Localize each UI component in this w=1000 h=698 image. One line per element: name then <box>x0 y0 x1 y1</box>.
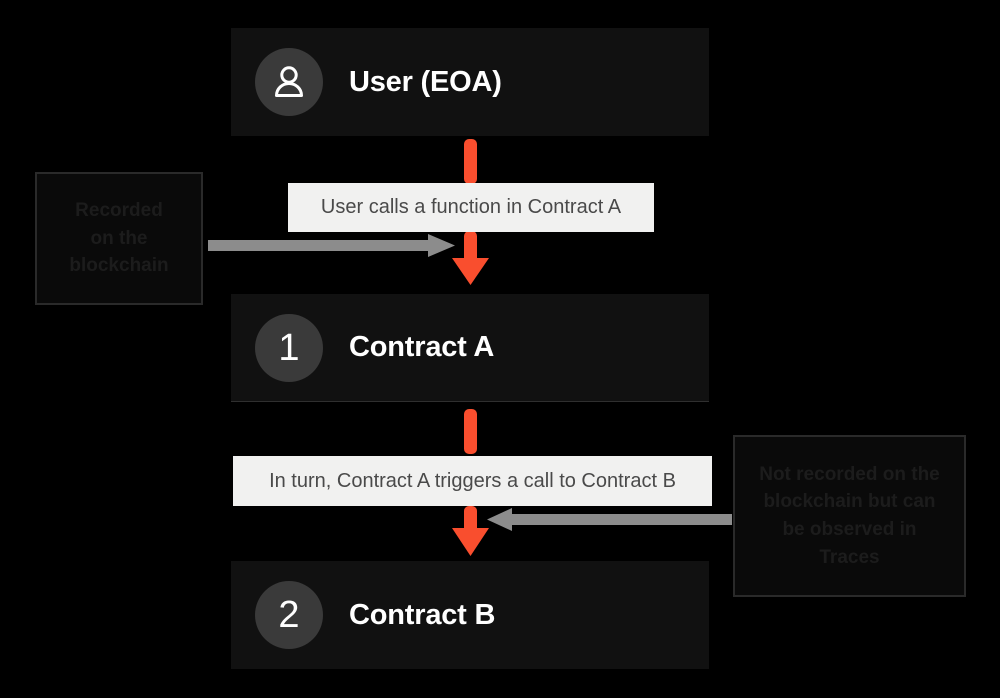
arrow-user-to-label1 <box>464 139 477 184</box>
edge-label-contract-a-to-contract-b-text: In turn, Contract A triggers a call to C… <box>269 469 676 492</box>
arrow-recorded-callout <box>208 234 455 257</box>
node-user[interactable]: User (EOA) <box>231 28 709 136</box>
callout-recorded-line-1: Recorded <box>75 200 163 222</box>
callout-not-recorded-line-2: blockchain but can <box>763 491 936 513</box>
callout-not-recorded-text: Not recorded on the blockchain but can b… <box>759 461 940 571</box>
callout-not-recorded-line-3: be observed in <box>782 519 917 540</box>
edge-label-contract-a-to-contract-b: In turn, Contract A triggers a call to C… <box>233 456 712 506</box>
callout-recorded-line-3: blockchain <box>69 255 169 277</box>
callout-not-recorded-line-1: Not recorded on the <box>759 463 940 485</box>
arrow-label2-to-contract-b <box>452 506 489 556</box>
node-contract-a-label: Contract A <box>349 331 495 363</box>
callout-recorded-text: Recorded on the blockchain <box>69 197 168 280</box>
edge-label-user-to-contract-a-text: User calls a function in Contract A <box>320 196 622 218</box>
callout-not-recorded-traces: Not recorded on the blockchain but can b… <box>733 435 966 597</box>
callout-not-recorded-line-4: Traces <box>819 546 880 568</box>
edge-label-user-to-contract-a: User calls a function in Contract A <box>288 183 654 232</box>
step-number-badge-1: 1 <box>255 313 323 382</box>
arrow-not-recorded-callout <box>487 508 732 531</box>
callout-recorded-on-blockchain: Recorded on the blockchain <box>35 172 203 305</box>
node-contract-a[interactable]: 1 Contract A <box>231 294 709 402</box>
step-number-badge-2: 2 <box>255 581 323 649</box>
arrow-contract-a-to-label2 <box>464 409 477 454</box>
node-contract-b[interactable]: 2 Contract B <box>231 561 709 669</box>
callout-recorded-line-2: on the <box>90 227 148 249</box>
node-user-label: User (EOA) <box>349 65 502 98</box>
arrow-label1-to-contract-a <box>452 231 489 285</box>
node-contract-b-label: Contract B <box>349 598 496 631</box>
person-icon <box>255 48 323 116</box>
